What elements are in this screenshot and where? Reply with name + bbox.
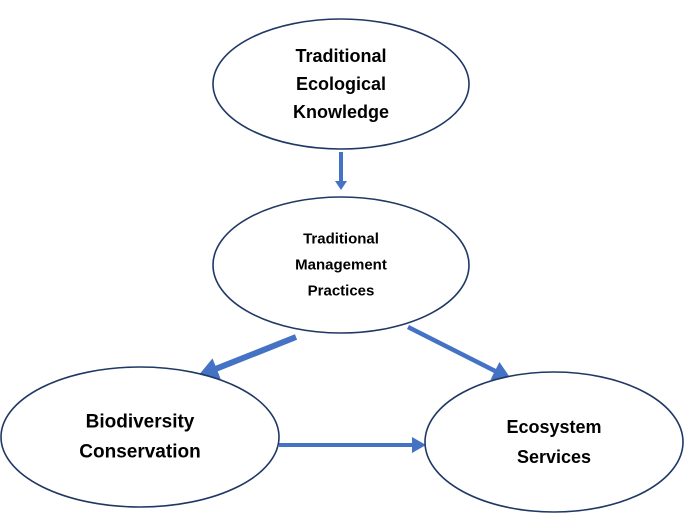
node-label-line: Conservation — [79, 442, 200, 463]
node-label-line: Management — [295, 257, 387, 274]
node-label-line: Ecological — [296, 74, 386, 94]
node-label-line: Practices — [308, 283, 375, 300]
node-ellipse — [212, 18, 470, 150]
nodes-layer: TraditionalEcologicalKnowledgeTraditiona… — [0, 18, 684, 513]
arrow-tmp-to-bc — [198, 334, 298, 379]
node-label-line: Traditional — [303, 231, 379, 248]
node-label-line: Biodiversity — [86, 412, 195, 433]
arrowhead-icon — [335, 181, 347, 190]
arrow-tmp-to-es — [406, 324, 511, 380]
arrow-bc-to-es — [279, 437, 426, 453]
arrows-layer — [198, 152, 511, 453]
node-ellipse — [212, 196, 470, 334]
node-label-line: Knowledge — [293, 102, 389, 122]
arrowhead-icon — [412, 437, 426, 453]
arrowhead-icon — [490, 361, 511, 380]
arrowhead-icon — [198, 358, 221, 379]
node-label-line: Traditional — [295, 46, 386, 66]
arrow-shaft — [214, 334, 298, 372]
arrow-tek-to-tmp — [335, 152, 347, 190]
node-ellipse — [0, 366, 280, 508]
node-label-line: Ecosystem — [506, 417, 601, 437]
arrow-shaft — [406, 324, 497, 374]
node-ellipse — [424, 371, 684, 513]
node-label-line: Services — [517, 447, 591, 467]
